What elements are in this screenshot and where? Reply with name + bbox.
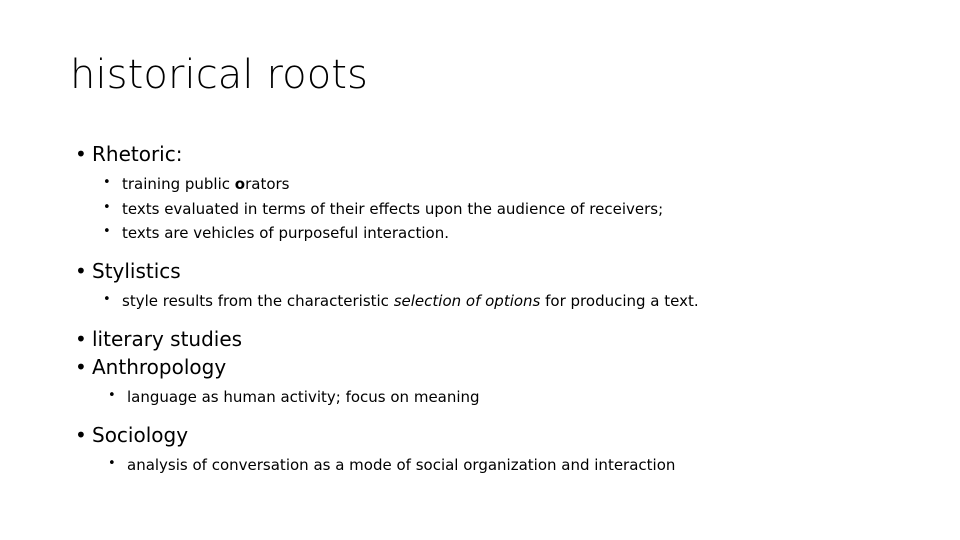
list-item-level2: • training public orators (101, 172, 910, 196)
bullet-icon: • (108, 456, 116, 472)
bullet-icon: • (75, 354, 87, 379)
text-run-bold: o (234, 175, 246, 194)
list-item-level1: • literary studies (70, 325, 910, 353)
list-item-label: Anthropology (92, 354, 227, 379)
bullet-icon: • (103, 199, 111, 215)
list-item-label: language as human activity; focus on mea… (127, 388, 480, 407)
list-item-label: Sociology (92, 422, 189, 447)
bullet-icon: • (75, 142, 87, 166)
sublist: • style results from the characteristic … (70, 289, 910, 313)
list-item-level2: • language as human activity; focus on m… (106, 385, 910, 409)
list-item-level2: • texts are vehicles of purposeful inter… (101, 221, 910, 245)
sublist: • language as human activity; focus on m… (70, 385, 910, 409)
sublist: • training public orators • texts evalua… (70, 172, 910, 245)
bullet-icon: • (75, 326, 87, 351)
bullet-icon: • (103, 292, 111, 308)
bullet-icon: • (75, 258, 87, 283)
text-run-plain: training public (122, 175, 235, 194)
bullet-icon: • (75, 422, 87, 447)
list-item-level1: • Stylistics (70, 257, 910, 285)
text-run-plain: rators (245, 175, 290, 194)
list-item-label: analysis of conversation as a mode of so… (127, 456, 676, 475)
bullet-icon: • (103, 224, 111, 240)
list-item-label: texts are vehicles of purposeful interac… (122, 224, 449, 243)
list-item-level1: • Rhetoric: (70, 140, 910, 168)
list-item-level1: • Anthropology (70, 353, 910, 381)
text-run-plain: style results from the characteristic (122, 292, 394, 311)
list-item-level2: • style results from the characteristic … (101, 289, 910, 313)
text-run-italic: selection of options (393, 292, 541, 311)
list-item-label: training public orators (122, 175, 290, 193)
list-item-label: Rhetoric: (92, 142, 183, 166)
outline-list: • Rhetoric: • training public orators • … (70, 140, 910, 478)
list-item-label: Stylistics (92, 258, 181, 283)
list-item-label: texts evaluated in terms of their effect… (122, 199, 664, 218)
bullet-icon: • (108, 388, 116, 404)
slide-body: • Rhetoric: • training public orators • … (70, 140, 910, 478)
list-item-level2: • analysis of conversation as a mode of … (106, 453, 910, 477)
text-run-plain: for producing a text. (540, 292, 699, 311)
bullet-icon: • (103, 175, 111, 191)
page-title: historical roots (70, 52, 368, 98)
list-item-label: literary studies (92, 326, 243, 351)
list-item-level1: • Sociology (70, 421, 910, 449)
list-item-label: style results from the characteristic se… (122, 292, 699, 310)
sublist: • analysis of conversation as a mode of … (70, 453, 910, 477)
list-item-level2: • texts evaluated in terms of their effe… (101, 197, 910, 221)
